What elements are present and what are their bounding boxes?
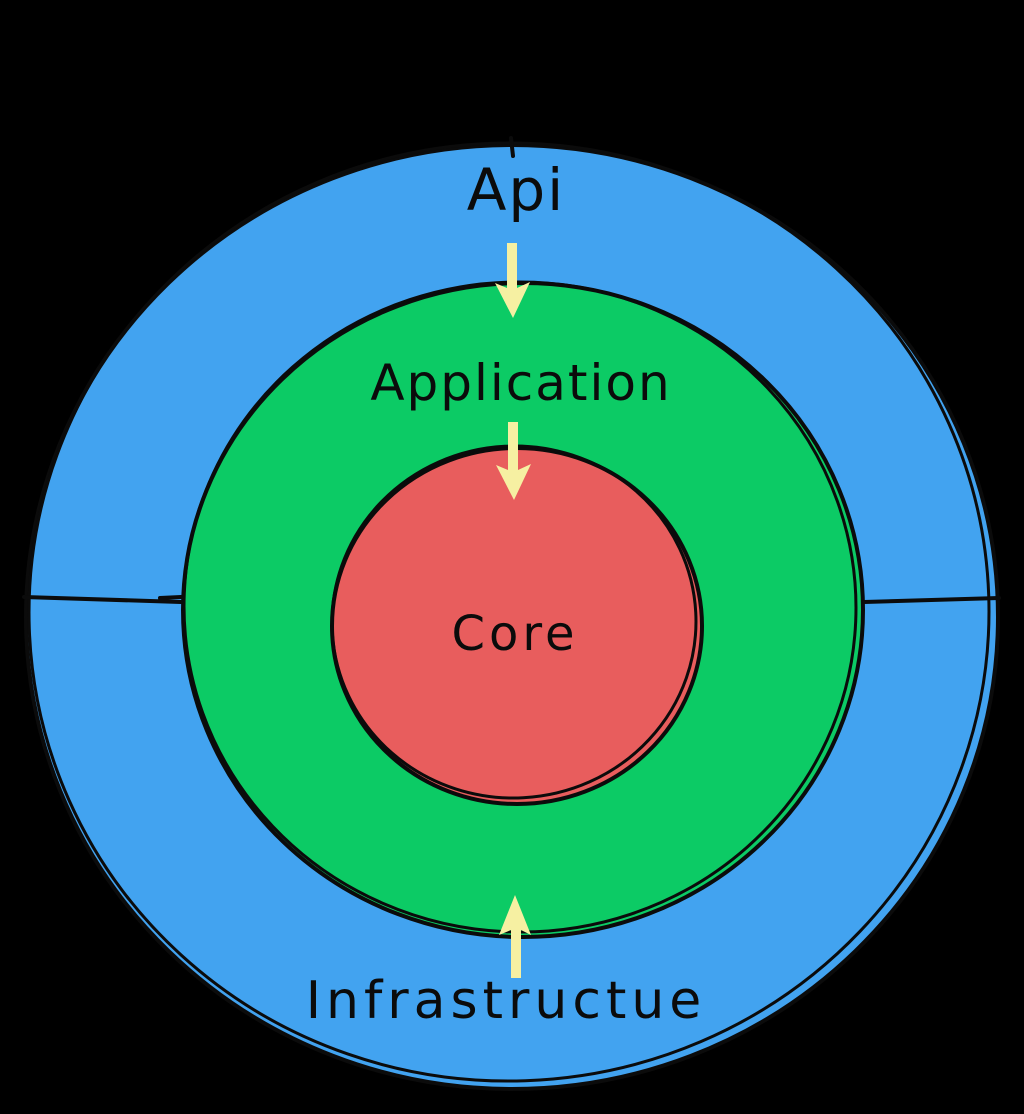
arrow-application-to-core-icon xyxy=(496,422,531,500)
outer-ring-sketch-stroke xyxy=(27,141,991,1083)
arrow-api-to-application-icon xyxy=(495,243,530,318)
core-circle-sketch-stroke xyxy=(330,444,698,800)
outer-ring-top-tick xyxy=(509,136,515,158)
arrow-infrastructure-to-application-icon xyxy=(499,895,531,978)
label-application: Application xyxy=(370,354,671,412)
ring-divider-left xyxy=(22,595,183,604)
label-core: Core xyxy=(451,606,578,662)
ring-divider-right xyxy=(862,596,1001,604)
label-api: Api xyxy=(467,156,566,224)
label-infrastructure: Infrastructue xyxy=(306,971,707,1031)
